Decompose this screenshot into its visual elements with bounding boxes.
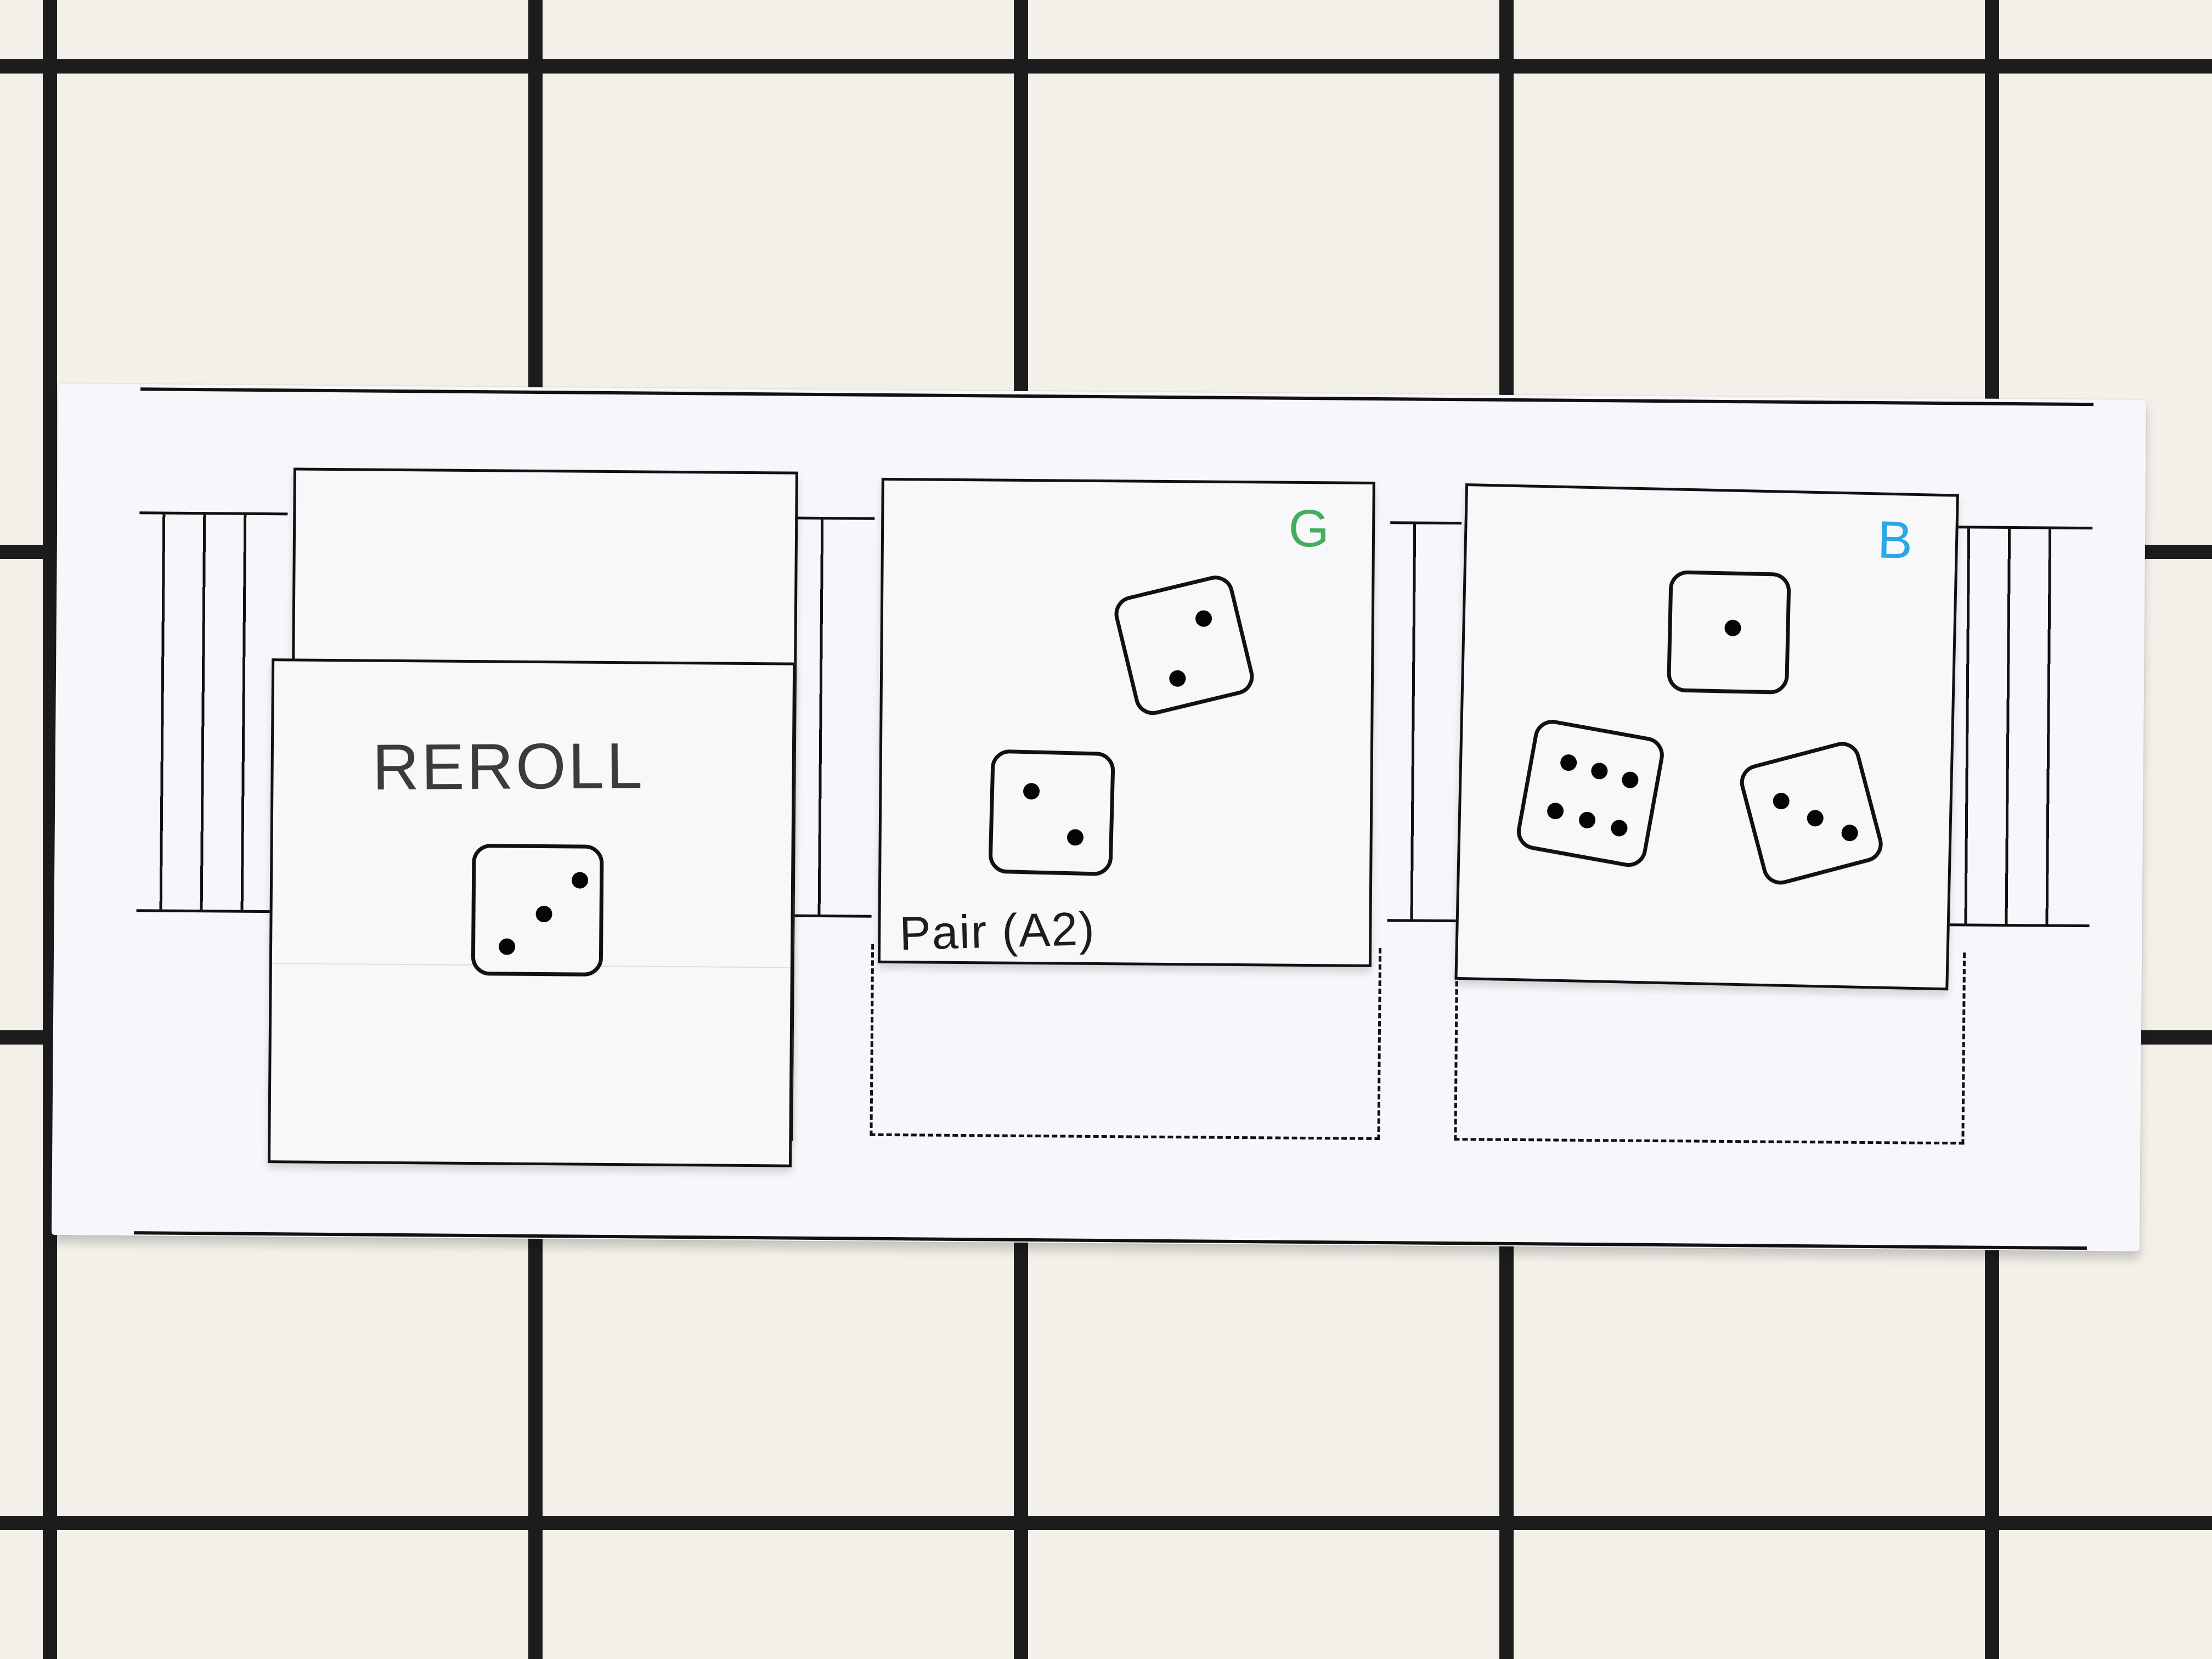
reroll-die-three[interactable]	[471, 844, 604, 977]
pip	[1805, 808, 1826, 828]
pip	[1724, 619, 1741, 637]
middle-track-right	[1387, 521, 1462, 923]
game-board: REROLL G Pair (A2) B	[51, 383, 2147, 1251]
pip	[1559, 753, 1578, 772]
pip	[1193, 608, 1214, 629]
blue-die-six[interactable]	[1514, 716, 1667, 870]
green-die-two-a[interactable]	[1110, 572, 1258, 719]
pip	[1771, 791, 1792, 811]
board-bottom-rule	[133, 1231, 2087, 1250]
pair-label: Pair (A2)	[899, 902, 1096, 961]
blue-card[interactable]: B	[1454, 483, 1959, 991]
blue-die-one[interactable]	[1666, 570, 1791, 695]
blue-tag: B	[1876, 510, 1916, 570]
pip	[1620, 770, 1640, 790]
pip	[1545, 801, 1565, 821]
pip	[1577, 810, 1597, 830]
blue-die-three[interactable]	[1736, 737, 1887, 889]
pip	[1023, 783, 1040, 800]
pip	[571, 872, 589, 889]
reroll-card[interactable]: REROLL	[268, 658, 796, 1167]
green-tag: G	[1288, 499, 1332, 558]
pip	[1066, 829, 1084, 846]
reroll-label: REROLL	[372, 730, 645, 804]
green-drop-slot[interactable]	[870, 944, 1382, 1141]
pip	[1610, 819, 1629, 838]
left-track	[136, 511, 288, 913]
green-die-two-b[interactable]	[988, 749, 1115, 877]
pip	[1839, 822, 1860, 843]
green-card[interactable]: G Pair (A2)	[877, 477, 1375, 967]
pip	[498, 938, 516, 955]
pip	[535, 905, 552, 923]
middle-track-left	[794, 516, 875, 918]
right-track	[1941, 526, 2093, 928]
pip	[1167, 668, 1188, 689]
board-top-rule	[140, 387, 2094, 407]
pip	[1589, 761, 1609, 781]
